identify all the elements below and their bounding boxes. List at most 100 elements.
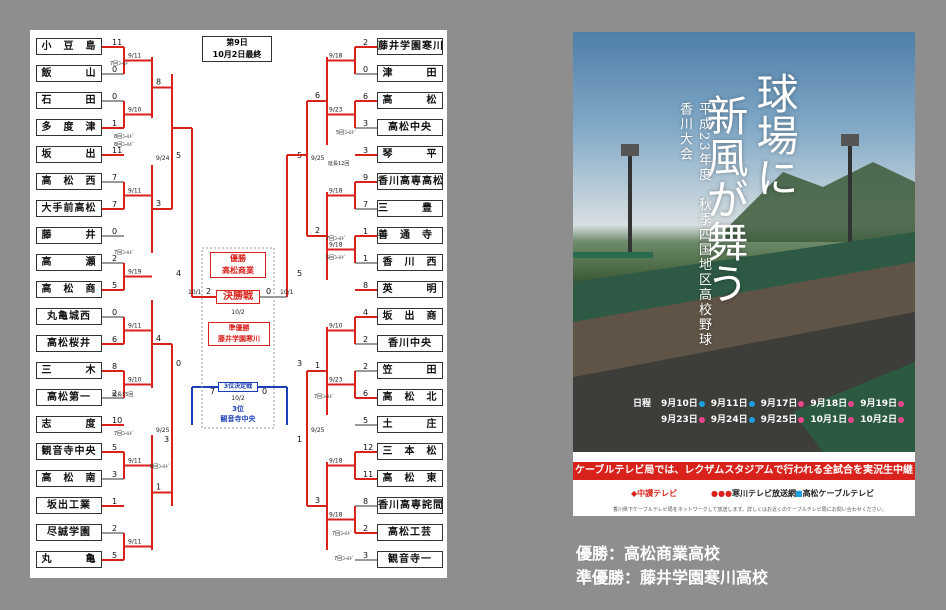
- sponsor-takamatsu: ■高松ケーブルテレビ: [795, 489, 875, 498]
- sponsor-chusan: ◆中讃テレビ: [631, 489, 678, 498]
- team-box-left: 高 松 商: [36, 281, 102, 298]
- poster-footer: ◆中讃テレビ ●●●寒川テレビ放送網 ■高松ケーブルテレビ 香川県下ケーブルテレ…: [573, 480, 915, 516]
- final-score-right: 0: [266, 287, 271, 296]
- broadcast-banner: ケーブルテレビ局では、レクザムスタジアムで行われる全試合を実況生中継: [573, 462, 915, 480]
- semi-score: 3: [164, 435, 169, 444]
- team-box-right: 高 松 東: [377, 470, 443, 487]
- score-left: 6: [112, 335, 117, 344]
- score-right: 0: [363, 65, 368, 74]
- semi-date: 9/25: [156, 427, 170, 434]
- third-score-left: 7: [210, 387, 215, 396]
- score-right: 2: [363, 38, 368, 47]
- schedule-row-2: 9月23日 9月24日 9月25日 10月1日 10月2日: [633, 412, 913, 425]
- team-box-left: 丸 亀: [36, 551, 102, 568]
- bracket-lines: 1100111770250682105312520633971184226512…: [102, 38, 377, 562]
- score-right: 9: [363, 173, 368, 182]
- score-right: 8: [363, 497, 368, 506]
- runner-up-label: 準優勝: [228, 324, 250, 332]
- champion-label: 優勝: [230, 254, 246, 263]
- third-score-right: 0: [262, 387, 267, 396]
- schedule-date: 9月23日: [661, 412, 705, 425]
- extra-inning-note: 延長12回: [328, 160, 349, 167]
- team-box-right: 善 通 寺 一: [377, 227, 443, 244]
- team-box-left: 多 度 津: [36, 119, 102, 136]
- score-right: 3: [363, 119, 368, 128]
- match-date-left: 9/11: [128, 53, 142, 60]
- semi-score: 5: [176, 151, 181, 160]
- called-game-note: 7回ｺｰﾙﾄﾞ: [114, 430, 135, 437]
- poster-title-line2: 新風が舞う: [700, 94, 749, 304]
- semi-date: 9/25: [311, 155, 325, 162]
- called-game-note: 7回ｺｰﾙﾄﾞ: [326, 235, 347, 242]
- score-left: 11: [112, 146, 122, 155]
- score-left: 5: [112, 551, 117, 560]
- team-box-right: 香川高専詫間: [377, 497, 443, 514]
- round2-score-left: 1: [156, 483, 161, 492]
- called-game-note: 8回ｺｰﾙﾄﾞ: [114, 133, 135, 140]
- team-box-right: 笠 田: [377, 362, 443, 379]
- team-box-right: 香川中央: [377, 335, 443, 352]
- match-date-right: 9/18: [329, 188, 343, 195]
- score-right: 8: [363, 281, 368, 290]
- schedule-row-1: 日程 9月10日 9月11日 9月17日 9月18日 9月19日: [633, 396, 913, 409]
- sponsor-sangawa: ●●●寒川テレビ放送網: [711, 489, 796, 498]
- team-box-left: 高 松 南: [36, 470, 102, 487]
- score-right: 3: [363, 551, 368, 560]
- score-left: 8: [112, 362, 117, 371]
- header-box: 第9日 10月2日最終: [202, 36, 272, 62]
- team-box-left: 坂出工業: [36, 497, 102, 514]
- team-box-right: 香川高専高松: [377, 173, 443, 190]
- schedule-date: 10月1日: [810, 412, 855, 425]
- round2-score-right: 2: [315, 226, 320, 235]
- third-team: 観音寺中央: [220, 415, 256, 423]
- team-box-left: 三 木: [36, 362, 102, 379]
- score-right: 11: [363, 470, 373, 479]
- team-box-left: 坂 出: [36, 146, 102, 163]
- stadium-photo: [573, 32, 915, 452]
- match-date-right: 9/18: [329, 242, 343, 249]
- final-score-left: 2: [206, 287, 211, 296]
- semi-score: 1: [297, 435, 302, 444]
- semi-date: 9/24: [156, 155, 170, 162]
- team-box-right: 藤井学園寒川: [377, 38, 443, 55]
- team-box-left: 藤 井: [36, 227, 102, 244]
- final-side-date: 10/1: [280, 289, 294, 296]
- final-side-date: 10/1: [188, 289, 202, 296]
- score-left: 1: [112, 497, 117, 506]
- team-box-right: 高松中央: [377, 119, 443, 136]
- schedule-date: 9月10日: [661, 396, 705, 409]
- semi-score: 4: [176, 269, 181, 278]
- score-right: 1: [363, 254, 368, 263]
- team-box-left: 飯 山: [36, 65, 102, 82]
- round2-score-right: 3: [315, 496, 320, 505]
- team-box-right: 高松工芸: [377, 524, 443, 541]
- match-date-left: 9/10: [128, 107, 142, 114]
- round2-score-left: 3: [156, 199, 161, 208]
- third-label: 3位: [232, 405, 244, 413]
- final-box: 決勝戦: [216, 290, 260, 304]
- score-right: 12: [363, 443, 373, 452]
- match-date-right: 9/18: [329, 53, 343, 60]
- schedule-date: 9月25日: [761, 412, 805, 425]
- team-box-right: 香 川 西: [377, 254, 443, 271]
- footer-note: 香川県下ケーブルテレビ局をネットワークして放送します。詳しくはお近くのケーブルテ…: [613, 507, 887, 513]
- called-game-note: 7回ｺｰﾙﾄﾞ: [332, 530, 353, 537]
- score-left: 3: [112, 470, 117, 479]
- round2-score-right: 1: [315, 361, 320, 370]
- score-left: 2: [112, 524, 117, 533]
- team-box-left: 志 度: [36, 416, 102, 433]
- center-frame: [201, 247, 275, 429]
- match-date-right: 9/18: [329, 458, 343, 465]
- match-date-left: 9/10: [128, 377, 142, 384]
- team-box-right: 坂 出 商: [377, 308, 443, 325]
- team-box-right: 高 松: [377, 92, 443, 109]
- score-left: 0: [112, 227, 117, 236]
- schedule-date: 9月11日: [711, 396, 755, 409]
- score-left: 11: [112, 38, 122, 47]
- team-box-left: 大手前高松: [36, 200, 102, 217]
- team-box-right: 高 松 北: [377, 389, 443, 406]
- team-box-right: 三 豊 工: [377, 200, 443, 217]
- team-box-left: 高 松 西: [36, 173, 102, 190]
- team-box-left: 高 瀬: [36, 254, 102, 271]
